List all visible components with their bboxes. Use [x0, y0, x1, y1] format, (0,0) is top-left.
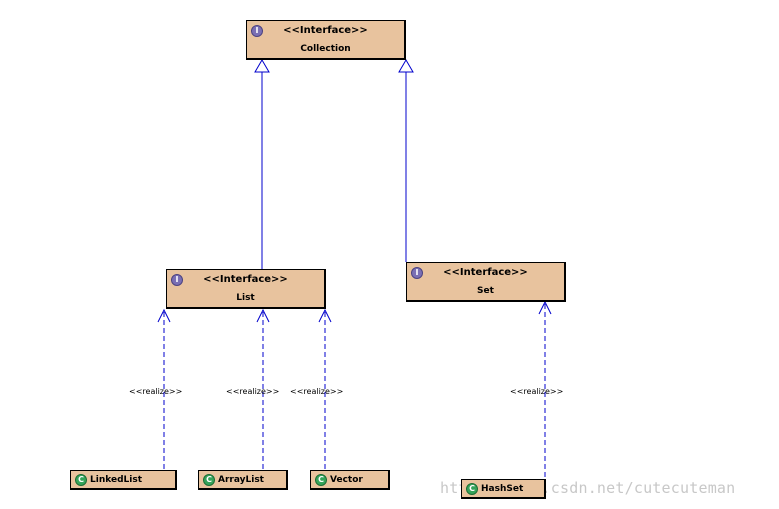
set-interface-box[interactable]: I <<Interface>> Set: [406, 262, 566, 302]
linkedlist-realize-arrowhead: [157, 308, 171, 323]
class-icon: C: [203, 474, 215, 486]
realize-label-arraylist: <<realize>>: [226, 387, 280, 396]
hashset-class-box[interactable]: C HashSet: [461, 479, 546, 499]
list-name: List: [236, 293, 255, 303]
vector-class-box[interactable]: C Vector: [310, 470, 390, 490]
collection-interface-box[interactable]: I <<Interface>> Collection: [246, 20, 406, 60]
class-icon: C: [466, 483, 478, 495]
set-stereotype: <<Interface>>: [443, 267, 528, 278]
vector-realize-arrowhead: [318, 308, 332, 323]
collection-stereotype: <<Interface>>: [283, 25, 368, 36]
set-extends-collection-arrowhead: [398, 59, 414, 73]
linkedlist-class-box[interactable]: C LinkedList: [70, 470, 177, 490]
vector-name: Vector: [330, 475, 363, 485]
arraylist-name: ArrayList: [218, 475, 264, 485]
list-interface-box[interactable]: I <<Interface>> List: [166, 269, 326, 309]
realize-label-hashset: <<realize>>: [510, 387, 564, 396]
interface-icon: I: [411, 267, 423, 279]
interface-icon: I: [251, 25, 263, 37]
class-icon: C: [315, 474, 327, 486]
realize-label-linkedlist: <<realize>>: [129, 387, 183, 396]
interface-icon: I: [171, 274, 183, 286]
set-name: Set: [477, 286, 494, 296]
arraylist-realize-arrowhead: [256, 308, 270, 323]
hashset-realize-arrowhead: [538, 300, 552, 315]
hashset-name: HashSet: [481, 484, 524, 494]
realize-label-vector: <<realize>>: [290, 387, 344, 396]
list-extends-collection-arrowhead: [254, 59, 270, 73]
list-stereotype: <<Interface>>: [203, 274, 288, 285]
class-icon: C: [75, 474, 87, 486]
linkedlist-name: LinkedList: [90, 475, 142, 485]
arraylist-class-box[interactable]: C ArrayList: [198, 470, 288, 490]
collection-name: Collection: [300, 44, 351, 54]
